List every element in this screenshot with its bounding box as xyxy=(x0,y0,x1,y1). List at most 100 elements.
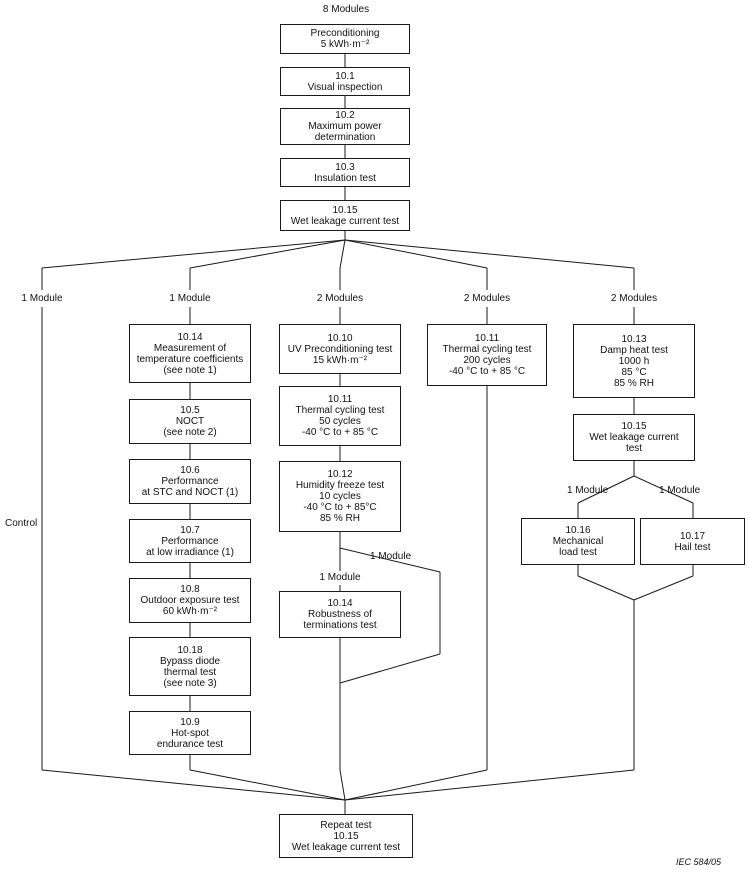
robustness-box: 10.14 Robustness of terminations test xyxy=(279,591,401,638)
box-text: -40 °C to + 85 °C xyxy=(448,366,526,377)
box-text: -40 °C to + 85 °C xyxy=(301,427,379,438)
humidity-freeze-box: 10.12 Humidity freeze test 10 cycles -40… xyxy=(279,461,401,532)
box-text: 10.11 xyxy=(327,394,353,405)
box-text: 10.6 xyxy=(180,465,200,476)
box-text: Measurement of xyxy=(153,342,227,354)
box-text: Performance xyxy=(161,476,219,487)
box-text: (see note 1) xyxy=(163,364,217,376)
box-text: 10.15 xyxy=(332,204,358,216)
box-text: 10.15 xyxy=(621,421,647,432)
box-text: 50 cycles xyxy=(319,416,361,427)
thermal-cycling-50-box: 10.11 Thermal cycling test 50 cycles -40… xyxy=(279,386,401,446)
box-text: 85 % RH xyxy=(613,377,654,389)
box-text: 10.10 xyxy=(327,332,353,344)
figure-credit: IEC 584/05 xyxy=(676,857,722,867)
box-text: 60 kWh·m⁻² xyxy=(162,606,218,617)
box-text: Robustness of xyxy=(308,609,372,620)
box-text: 10.15 xyxy=(333,830,359,842)
thermal-cycling-200-box: 10.11 Thermal cycling test 200 cycles -4… xyxy=(427,324,547,386)
max-power-box: 10.2 Maximum power determination xyxy=(280,108,410,145)
insulation-test-box: 10.3 Insulation test xyxy=(280,158,410,187)
box-text: at STC and NOCT (1) xyxy=(141,487,239,498)
hail-test-box: 10.17 Hail test xyxy=(640,518,745,565)
modules-count-label: 8 Modules xyxy=(322,4,370,15)
box-text: Hail test xyxy=(674,541,711,553)
box-text: Wet leakage current xyxy=(589,432,679,443)
box-text: (see note 2) xyxy=(163,427,217,438)
split-label-e-right: 1 Module xyxy=(659,485,701,496)
damp-heat-box: 10.13 Damp heat test 1000 h 85 °C 85 % R… xyxy=(573,324,695,398)
mechanical-load-box: 10.16 Mechanical load test xyxy=(521,518,635,565)
box-text: 10.18 xyxy=(177,644,203,656)
branch-label-b: 1 Module xyxy=(169,293,211,304)
box-text: 5 kWh·m⁻² xyxy=(320,39,370,50)
branch-label-c: 2 Modules xyxy=(316,293,364,304)
box-text: 10.1 xyxy=(335,70,355,82)
box-text: 85 % RH xyxy=(319,513,360,524)
box-text: -40 °C to + 85°C xyxy=(303,502,377,513)
box-text: 10.2 xyxy=(335,110,355,121)
box-text: Thermal cycling test xyxy=(442,344,532,355)
noct-box: 10.5 NOCT (see note 2) xyxy=(129,399,251,444)
visual-inspection-box: 10.1 Visual inspection xyxy=(280,67,410,96)
performance-low-irradiance-box: 10.7 Performance at low irradiance (1) xyxy=(129,519,251,563)
box-text: at low irradiance (1) xyxy=(146,546,234,558)
box-text: 10.13 xyxy=(621,333,647,345)
box-text: 10.12 xyxy=(327,469,353,480)
box-text: Preconditioning xyxy=(310,28,380,39)
box-text: NOCT xyxy=(175,416,205,427)
uv-preconditioning-box: 10.10 UV Preconditioning test 15 kWh·m⁻² xyxy=(279,324,401,374)
box-text: Insulation test xyxy=(314,172,376,184)
box-text: Wet leakage current test xyxy=(290,215,400,227)
box-text: 10.3 xyxy=(335,161,355,173)
outdoor-exposure-box: 10.8 Outdoor exposure test 60 kWh·m⁻² xyxy=(129,578,251,623)
preconditioning-box: Preconditioning 5 kWh·m⁻² xyxy=(280,24,410,54)
box-text: 10.17 xyxy=(679,530,706,542)
hot-spot-box: 10.9 Hot-spot endurance test xyxy=(129,711,251,755)
split-label-e-left: 1 Module xyxy=(567,485,609,496)
final-repeat-box: Repeat test 10.15 Wet leakage current te… xyxy=(279,814,413,858)
branch-label-e: 2 Modules xyxy=(610,293,658,304)
split-label-c-left: 1 Module xyxy=(319,572,361,583)
box-text: 200 cycles xyxy=(463,355,511,366)
temp-coefficients-box: 10.14 Measurement of temperature coeffic… xyxy=(129,324,251,383)
box-text: Hot-spot xyxy=(171,727,209,739)
wet-leakage-e-box: 10.15 Wet leakage current test xyxy=(573,414,695,461)
wet-leakage-box: 10.15 Wet leakage current test xyxy=(280,200,410,231)
box-text: determination xyxy=(314,132,376,143)
branch-label-d: 2 Modules xyxy=(463,293,511,304)
box-text: temperature coefficients xyxy=(136,353,244,365)
box-text: Outdoor exposure test xyxy=(140,595,240,606)
box-text: thermal test xyxy=(163,666,217,678)
box-text: UV Preconditioning test xyxy=(287,343,393,355)
split-label-c-right: 1 Module xyxy=(370,551,412,562)
box-text: Maximum power xyxy=(308,121,382,132)
box-text: Bypass diode xyxy=(159,655,221,667)
box-text: 10.14 xyxy=(177,331,203,343)
box-text: Performance xyxy=(161,535,219,547)
box-text: endurance test xyxy=(156,738,224,750)
box-text: Damp heat test xyxy=(600,344,668,356)
box-text: 1000 h xyxy=(618,355,650,367)
box-text: 10.14 xyxy=(327,598,353,609)
box-text: 10.11 xyxy=(474,333,500,344)
box-text: Visual inspection xyxy=(307,81,383,93)
performance-stc-box: 10.6 Performance at STC and NOCT (1) xyxy=(129,459,251,504)
box-text: 10.16 xyxy=(565,525,591,536)
box-text: 10.9 xyxy=(180,716,200,728)
box-text: 10.7 xyxy=(180,524,200,536)
box-text: 10.5 xyxy=(180,405,200,416)
box-text: 85 °C xyxy=(621,366,647,378)
box-text: test xyxy=(625,443,643,454)
box-text: 10.8 xyxy=(180,584,200,595)
box-text: 10 cycles xyxy=(319,491,361,502)
box-text: Wet leakage current test xyxy=(291,841,401,853)
box-text: Humidity freeze test xyxy=(295,480,385,491)
bypass-diode-box: 10.18 Bypass diode thermal test (see not… xyxy=(129,637,251,696)
box-text: (see note 3) xyxy=(163,677,217,689)
branch-label-a: 1 Module xyxy=(21,293,63,304)
box-text: Repeat test xyxy=(320,819,372,831)
box-text: terminations test xyxy=(303,620,377,631)
box-text: Mechanical xyxy=(552,536,604,547)
